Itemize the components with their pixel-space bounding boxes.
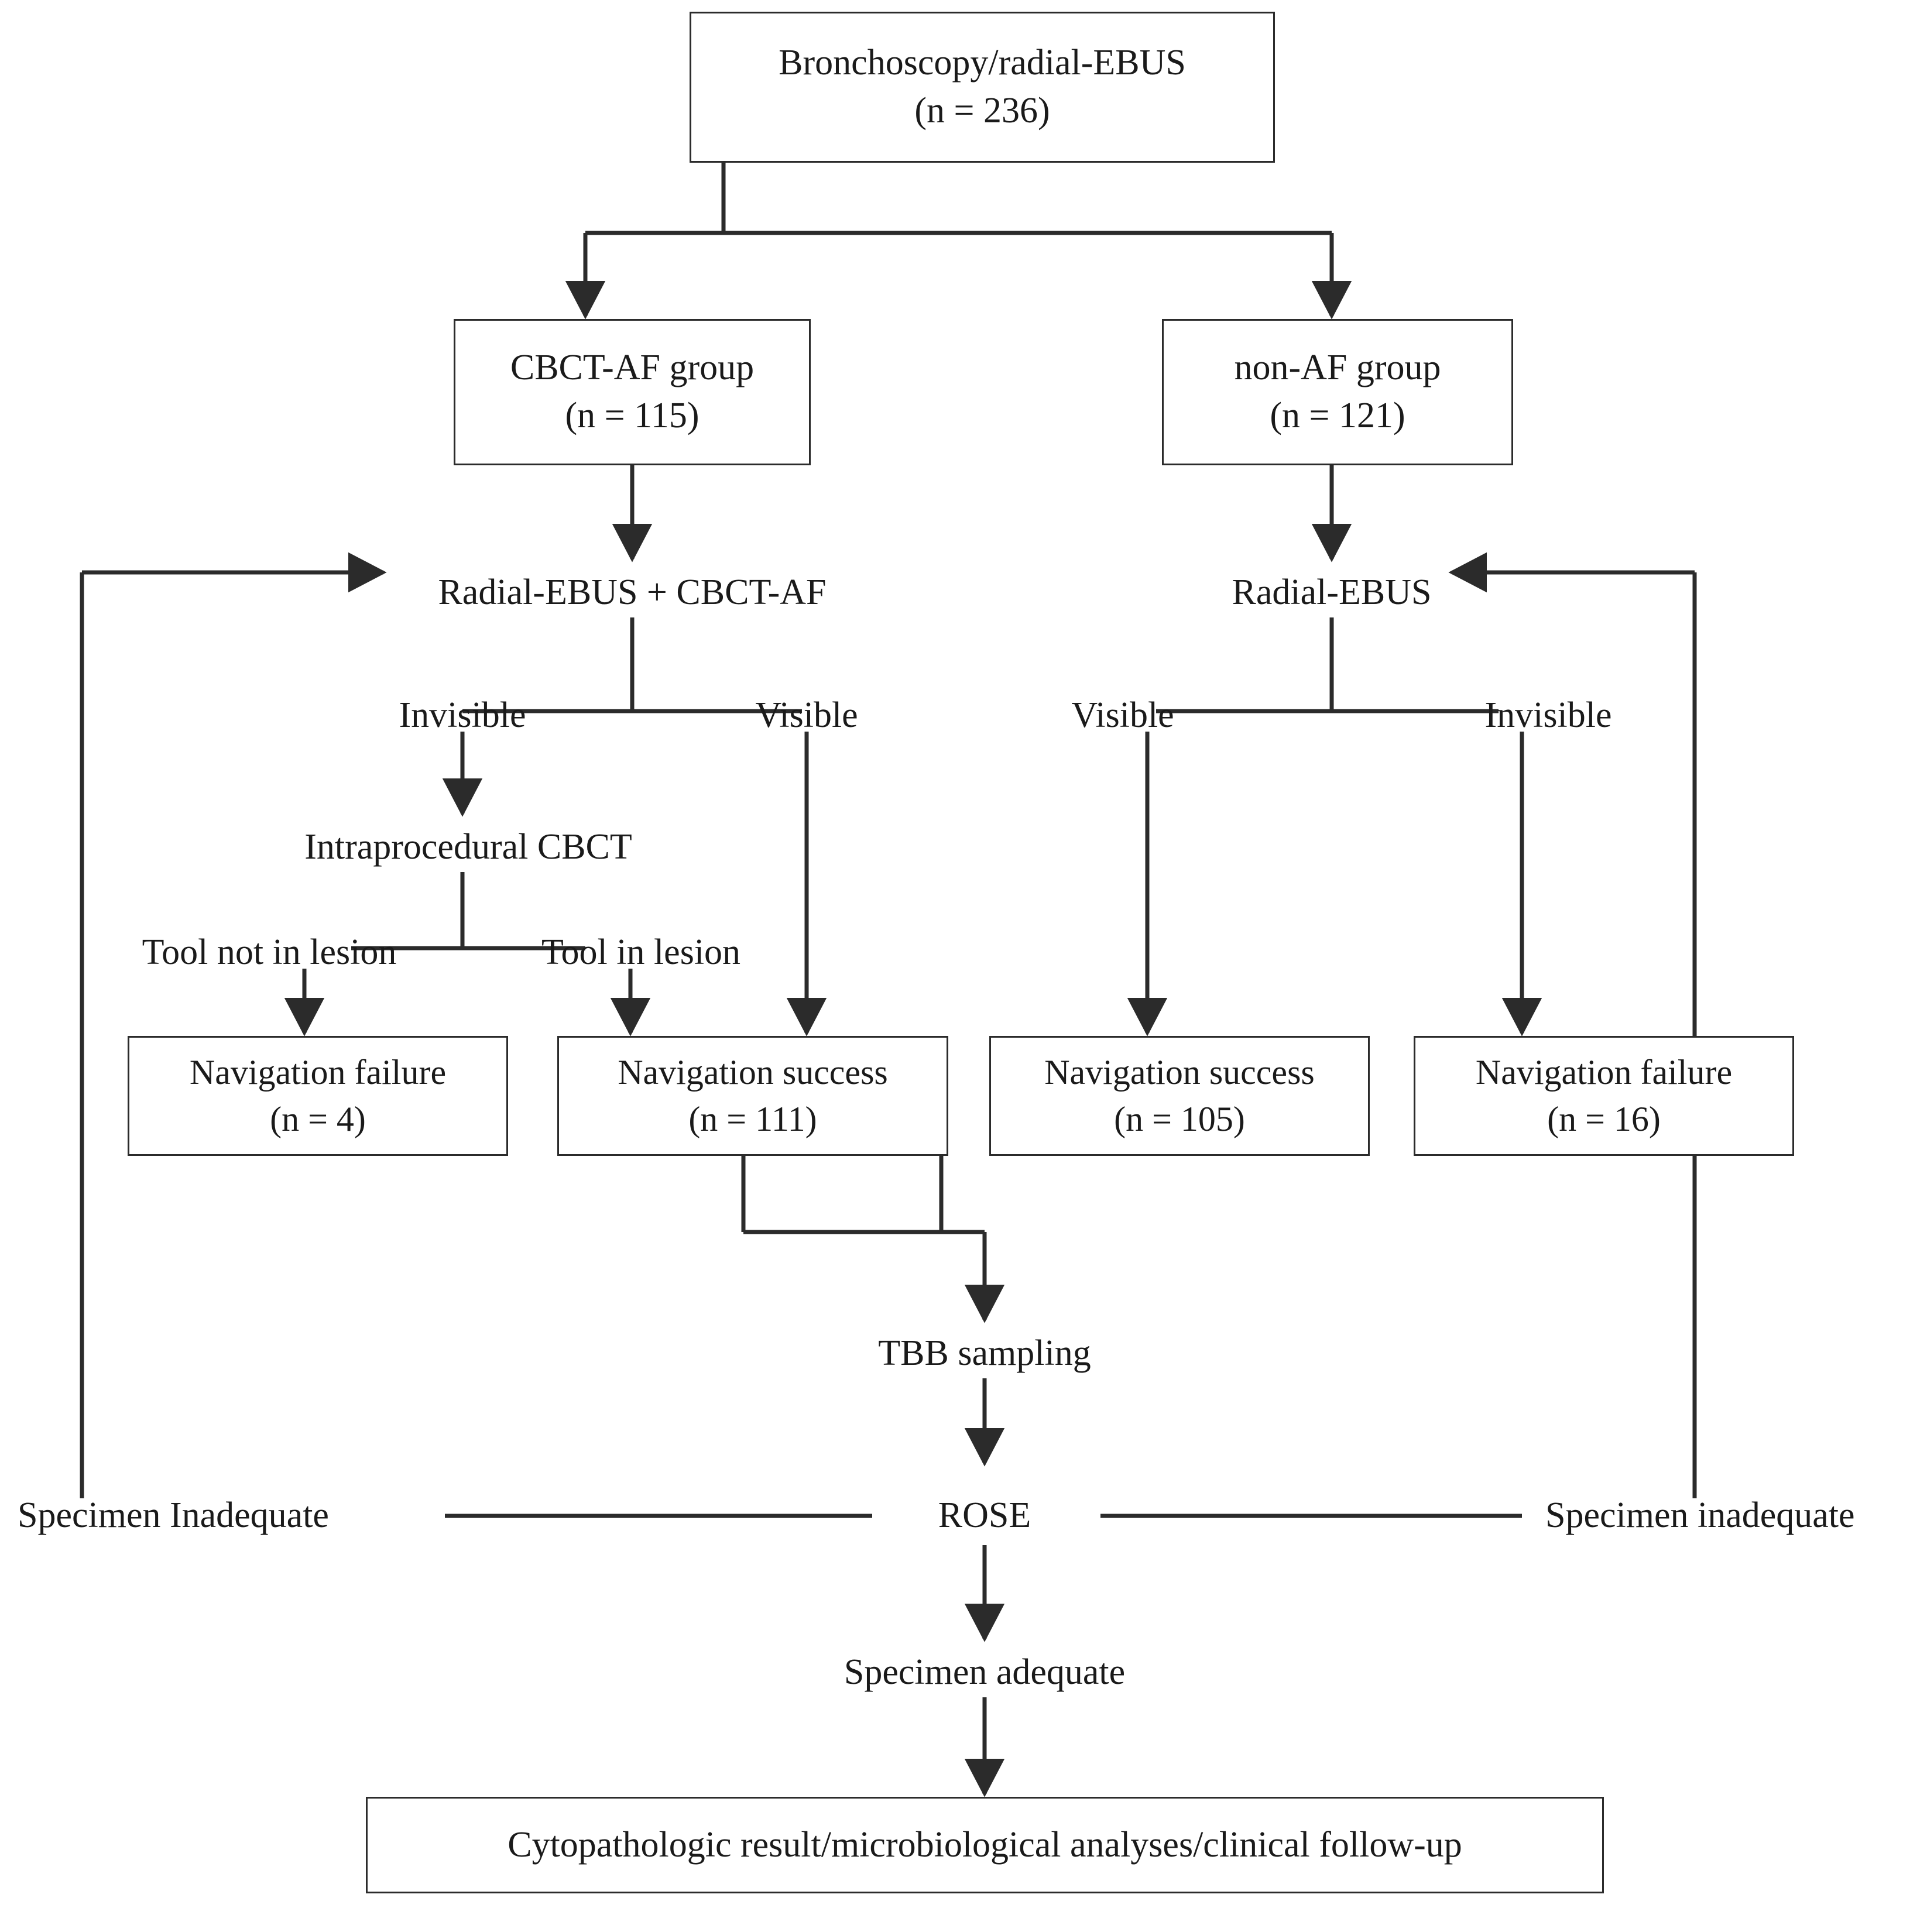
label-specimen-inadequate-left: Specimen Inadequate	[18, 1495, 329, 1535]
node-intraprocedural-cbct: Intraprocedural CBCT	[304, 827, 632, 867]
node-final-outcome-label: Cytopathologic result/microbiological an…	[508, 1824, 1462, 1865]
node-cbct-af-group: CBCT-AF group (n = 115)	[454, 319, 811, 465]
node-non-af-group-count: (n = 121)	[1270, 396, 1405, 435]
node-rose: ROSE	[938, 1495, 1031, 1535]
node-navigation-success-non-af: Navigation success (n = 105)	[989, 1036, 1370, 1156]
node-navigation-failure-non-af-label: Navigation failure	[1475, 1053, 1733, 1092]
node-non-af-group-label: non-AF group	[1234, 348, 1441, 388]
label-tool-in-lesion: Tool in lesion	[541, 932, 741, 972]
node-navigation-success-non-af-count: (n = 105)	[1114, 1099, 1245, 1138]
node-cbct-af-group-label: CBCT-AF group	[510, 348, 755, 388]
node-navigation-success-cbct-af-count: (n = 111)	[688, 1099, 817, 1138]
node-navigation-success-non-af-label: Navigation success	[1044, 1053, 1315, 1092]
node-navigation-failure-cbct-af-label: Navigation failure	[189, 1053, 447, 1092]
node-navigation-success-cbct-af-label: Navigation success	[618, 1053, 888, 1092]
label-left-visible: Visible	[755, 695, 858, 735]
node-non-af-group: non-AF group (n = 121)	[1162, 319, 1513, 465]
node-navigation-failure-non-af: Navigation failure (n = 16)	[1414, 1036, 1794, 1156]
label-right-invisible: Invisible	[1484, 695, 1612, 735]
node-radial-ebus-cbct-af: Radial-EBUS + CBCT-AF	[438, 572, 827, 612]
node-navigation-failure-non-af-count: (n = 16)	[1547, 1099, 1661, 1138]
node-tbb-sampling: TBB sampling	[878, 1333, 1091, 1373]
node-navigation-failure-cbct-af-count: (n = 4)	[270, 1099, 366, 1138]
label-right-visible: Visible	[1071, 695, 1174, 735]
label-tool-not-in-lesion: Tool not in lesion	[142, 932, 397, 972]
node-bronchoscopy-count: (n = 236)	[914, 91, 1050, 131]
node-bronchoscopy-label: Bronchoscopy/radial-EBUS	[779, 43, 1186, 83]
node-navigation-failure-cbct-af: Navigation failure (n = 4)	[128, 1036, 508, 1156]
label-specimen-adequate: Specimen adequate	[844, 1652, 1126, 1692]
label-specimen-inadequate-right: Specimen inadequate	[1545, 1495, 1855, 1535]
node-final-outcome: Cytopathologic result/microbiological an…	[366, 1797, 1604, 1893]
node-bronchoscopy-radial-ebus: Bronchoscopy/radial-EBUS (n = 236)	[690, 12, 1275, 163]
node-cbct-af-group-count: (n = 115)	[565, 396, 700, 435]
node-navigation-success-cbct-af: Navigation success (n = 111)	[557, 1036, 948, 1156]
label-left-invisible: Invisible	[399, 695, 526, 735]
node-radial-ebus: Radial-EBUS	[1232, 572, 1432, 612]
